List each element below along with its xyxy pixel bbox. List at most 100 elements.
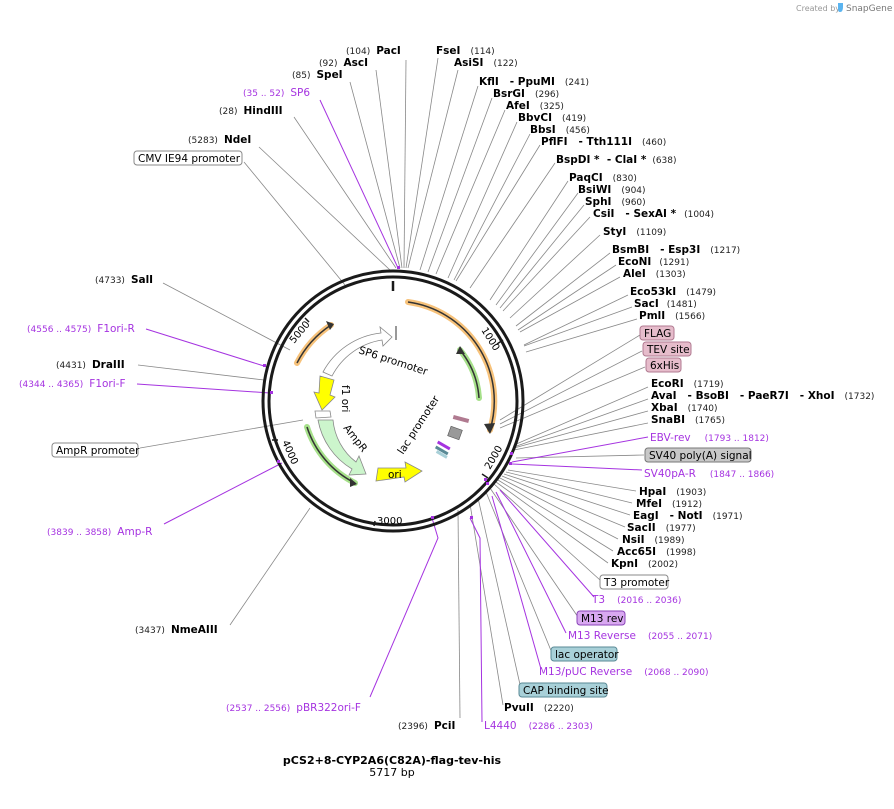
enzyme-alei[interactable]: AleI(1303) [623,268,686,280]
primer-sv40pa-r[interactable]: SV40pA-R(1847 .. 1866) [644,468,774,480]
svg-text:M13 rev: M13 rev [581,613,624,625]
enzyme-pvuii[interactable]: PvuII(2220) [504,702,574,714]
map-feature-lac-promoter[interactable]: lac promoter [395,393,470,459]
enzyme-fsei[interactable]: FseI(114) [436,45,495,57]
primer-sp6[interactable]: (35 .. 52)SP6 [243,87,310,99]
enzyme-bbvci[interactable]: BbvCI(419) [518,112,586,124]
enzyme-kfli-ppumi[interactable]: KflI - PpuMI(241) [479,76,589,88]
lac-promoter-label: lac promoter [395,393,442,456]
map-feature-sp6-promoter[interactable]: SP6 promoter [322,326,430,378]
primer-f1ori-f[interactable]: (4344 .. 4365)F1ori-F [19,378,126,390]
svg-text:CAP binding site: CAP binding site [523,685,609,697]
enzyme-avai-xhoi[interactable]: AvaI - BsoBI - PaeR7I - XhoI(1732) [651,390,874,402]
primer-pbr322ori-f[interactable]: (2537 .. 2556)pBR322ori-F [226,702,361,714]
primer-t3[interactable]: T3(2016 .. 2036) [591,594,681,606]
snapgene-credit: Created by SnapGene [796,3,893,14]
feature-lac-operator[interactable]: lac operator [550,646,619,662]
enzyme-sacii[interactable]: SacII(1977) [627,522,696,534]
svg-text:T3 promoter: T3 promoter [603,577,670,589]
enzyme-sphi[interactable]: SphI(960) [585,196,646,208]
primer-leader-lines [136,99,649,723]
primer-m13-reverse[interactable]: M13 Reverse(2055 .. 2071) [568,630,712,642]
enzyme-pflfi-tth111i[interactable]: PflFI - Tth111I(460) [541,136,666,148]
enzyme-econi[interactable]: EcoNI(1291) [618,256,689,268]
feature-6xhis[interactable]: 6xHis [645,357,682,373]
tick-3000: 3000 [377,516,402,527]
feature-sv40-polya-signal[interactable]: SV40 poly(A) signal [644,447,752,463]
enzyme-mfei[interactable]: MfeI(1912) [636,498,702,510]
enzyme-ecori[interactable]: EcoRI(1719) [651,378,724,390]
enzyme-asci[interactable]: (92)AscI [319,57,368,69]
credit-prefix: Created by [796,4,840,13]
plasmid-name: pCS2+8-CYP2A6(C82A)-flag-tev-his [283,754,502,767]
feature-m13-rev[interactable]: M13 rev [576,610,626,626]
enzyme-asisi[interactable]: AsiSI(122) [454,57,518,69]
orf-arcs [294,299,498,487]
map-feature-ori[interactable]: ori [375,461,423,483]
enzyme-pcii[interactable]: (2396)PciI [398,720,455,732]
enzyme-afei[interactable]: AfeI(325) [506,100,564,112]
enzyme-kpni[interactable]: KpnI(2002) [611,558,678,570]
enzyme-xbai[interactable]: XbaI(1740) [651,402,718,414]
enzyme-eagi-noti[interactable]: EagI - NotI(1971) [633,510,743,522]
map-feature-f1-ori[interactable]: f1 ori [313,375,351,412]
enzyme-snabi[interactable]: SnaBI(1765) [651,414,725,426]
enzyme-nmeaiii[interactable]: (3437)NmeAIII [135,624,218,636]
feature-boxes: CMV IE94 promoter AmpR promoter FLAG TEV… [51,150,752,698]
primer-ebv-rev[interactable]: EBV-rev(1793 .. 1812) [650,432,769,444]
map-feature-ampr-promoter[interactable] [314,410,332,419]
enzyme-paci[interactable]: (104)PacI [346,45,401,57]
enzyme-labels-left: (4733)SalI (4431)DraIII (3437)NmeAIII (2… [56,274,455,732]
credit-brand: SnapGene [846,4,893,14]
enzyme-saci[interactable]: SacI(1481) [634,298,697,310]
enzyme-styi[interactable]: StyI(1109) [603,226,666,238]
enzyme-pmli[interactable]: PmlI(1566) [639,310,705,322]
feature-tev-site[interactable]: TEV site [642,341,692,357]
enzyme-acc65i[interactable]: Acc65I(1998) [617,546,696,558]
snapgene-logo-icon [838,3,843,12]
enzyme-nsii[interactable]: NsiI(1989) [622,534,684,546]
enzyme-eco53ki[interactable]: Eco53kI(1479) [630,286,716,298]
primer-m13-puc-reverse[interactable]: M13/pUC Reverse(2068 .. 2090) [539,666,708,678]
f1-ori-label: f1 ori [339,385,351,412]
enzyme-bbsi[interactable]: BbsI(456) [530,124,590,136]
plasmid-length: 5717 bp [369,766,414,779]
enzyme-sali[interactable]: (4733)SalI [95,274,153,286]
enzyme-bspdi-clai[interactable]: BspDI * - ClaI *(638) [556,154,677,166]
leader-lines [137,57,649,719]
svg-text:FLAG: FLAG [644,328,671,340]
svg-text:AmpR promoter: AmpR promoter [56,445,140,457]
ampr-label: AmpR [341,422,370,454]
enzyme-labels-right: FseI(114) AsiSI(122) KflI - PpuMI(241) B… [436,45,874,714]
feature-flag[interactable]: FLAG [639,325,675,341]
ori-label: ori [388,469,402,481]
primer-amp-r[interactable]: (3839 .. 3858)Amp-R [47,526,152,538]
primer-marks [263,266,513,519]
enzyme-paqci[interactable]: PaqCI(830) [569,172,637,184]
svg-text:6xHis: 6xHis [650,360,679,372]
primer-f1ori-r[interactable]: (4556 .. 4575)F1ori-R [27,323,135,335]
enzyme-labels-top: (104)PacI (92)AscI (85)SpeI (28)HindIII … [188,45,401,146]
feature-t3-promoter[interactable]: T3 promoter [599,574,670,590]
map-feature-ampr[interactable]: AmpR [317,419,370,476]
enzyme-bsmbi-esp3i[interactable]: BsmBI - Esp3I(1217) [612,244,740,256]
enzyme-bsrgi[interactable]: BsrGI(296) [493,88,559,100]
primer-l4440[interactable]: L4440(2286 .. 2303) [484,720,593,732]
feature-ampr-promoter[interactable]: AmpR promoter [51,442,140,458]
enzyme-ndei[interactable]: (5283)NdeI [188,134,251,146]
svg-text:CMV IE94 promoter: CMV IE94 promoter [138,153,241,165]
enzyme-bsiwi[interactable]: BsiWI(904) [578,184,646,196]
svg-text:TEV site: TEV site [646,344,690,356]
enzyme-hpai[interactable]: HpaI(1903) [639,486,706,498]
svg-text:SV40 poly(A) signal: SV40 poly(A) signal [649,450,752,462]
feature-cmv-ie94-promoter[interactable]: CMV IE94 promoter [133,150,243,166]
enzyme-draiii[interactable]: (4431)DraIII [56,359,125,371]
feature-cap-binding-site[interactable]: CAP binding site [518,682,609,698]
enzyme-csii-sexai[interactable]: CsiI - SexAI *(1004) [593,208,714,220]
primer-labels: (35 .. 52)SP6 (4556 .. 4575)F1ori-R (434… [19,87,774,732]
sp6-promoter-label: SP6 promoter [357,344,430,378]
enzyme-spei[interactable]: (85)SpeI [292,69,343,81]
svg-text:lac operator: lac operator [555,649,619,661]
enzyme-hindiii[interactable]: (28)HindIII [219,105,283,117]
